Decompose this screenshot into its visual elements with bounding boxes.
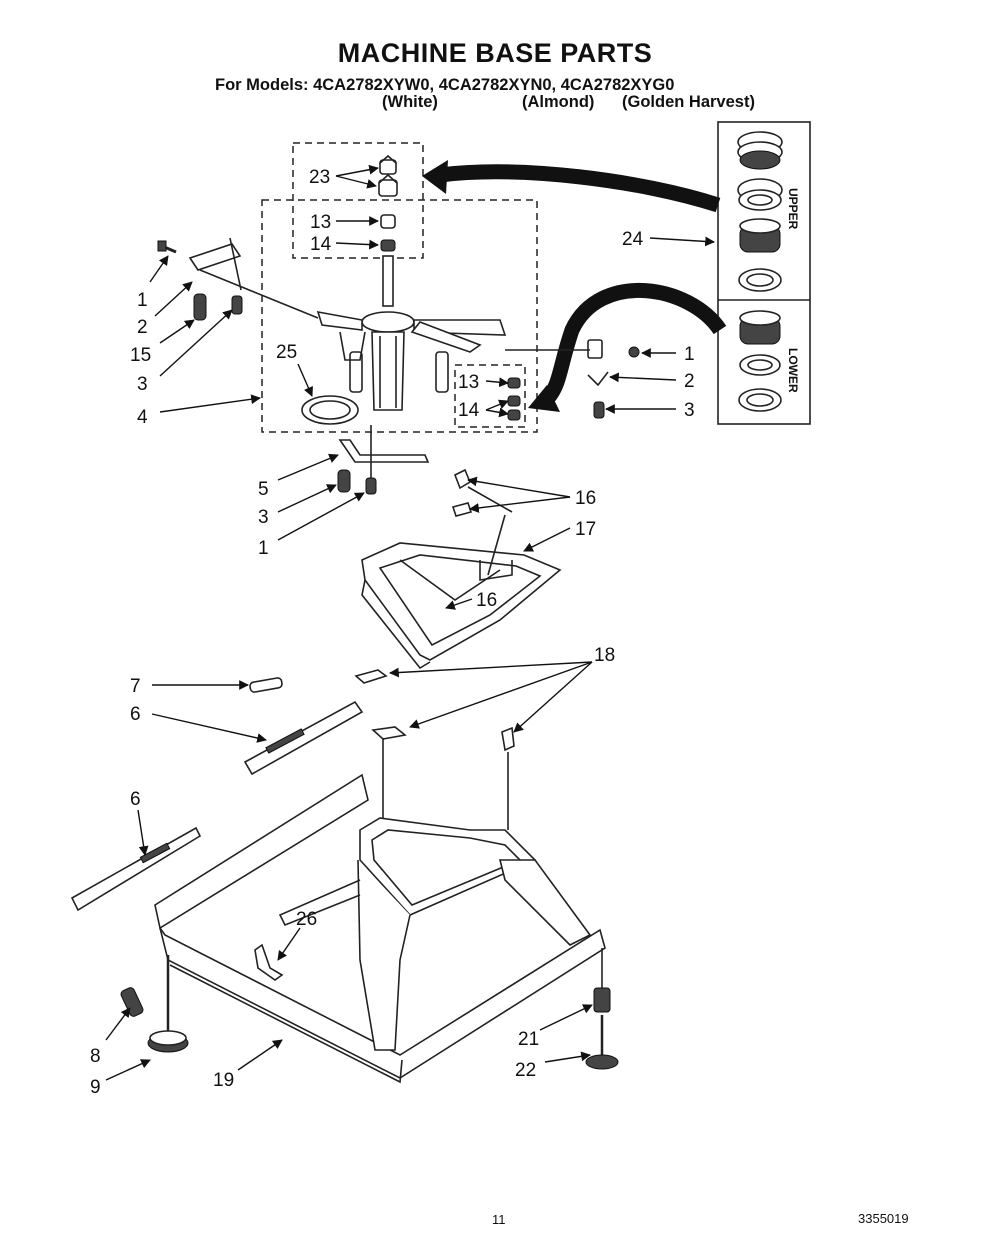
callout-8: 8: [90, 1046, 101, 1067]
callout-1: 1: [137, 290, 148, 311]
callout-6: 6: [130, 704, 141, 725]
callout-14: 14: [310, 234, 332, 255]
callout-3-lower: 3: [258, 507, 269, 528]
callout-14-box: 14: [458, 400, 480, 421]
right-leveling-leg: [585, 948, 619, 1070]
callout-6-lower: 6: [130, 789, 141, 810]
callout-16: 16: [575, 488, 596, 509]
bracket-bar-lower: [70, 826, 202, 912]
callout-13-box: 13: [458, 372, 479, 393]
callout-4: 4: [137, 407, 148, 428]
callout-1-lower: 1: [258, 538, 269, 559]
callout-2: 2: [137, 317, 148, 338]
page-title: MACHINE BASE PARTS: [337, 38, 653, 68]
upper-kit-arrowhead-icon: [422, 160, 448, 194]
callout-22: 22: [515, 1060, 536, 1081]
lower-seal-parts: [738, 310, 782, 412]
upper-kit-arrow-icon: [439, 164, 721, 213]
callout-25: 25: [276, 342, 297, 363]
bushing-box: [454, 364, 526, 428]
callout-26: 26: [296, 909, 317, 930]
callout-labels: 23 13 14 24 1 2 15 3 25 4 1 2 3 13 14 5 …: [90, 167, 695, 1098]
washer-part: [301, 395, 359, 425]
callout-23: 23: [309, 167, 330, 188]
agitator-assembly-box: [261, 199, 538, 433]
callout-7: 7: [130, 676, 141, 697]
callout-9: 9: [90, 1077, 101, 1098]
callout-3-right: 3: [684, 400, 695, 421]
left-bracket-parts: [157, 237, 319, 321]
document-number: 3355019: [858, 1211, 909, 1226]
callout-18: 18: [594, 645, 615, 666]
lower-label: LOWER: [786, 348, 800, 393]
callout-13: 13: [310, 212, 331, 233]
callout-2-right: 2: [684, 371, 695, 392]
upper-label: UPPER: [786, 188, 800, 230]
callout-3: 3: [137, 374, 148, 395]
color-golden-label: (Golden Harvest): [622, 93, 755, 111]
base-frame: [154, 738, 606, 1084]
transmission-assembly: [316, 255, 507, 411]
bushing-parts: [507, 377, 521, 421]
seal-kit-box: UPPER LOWER: [717, 121, 811, 425]
lower-clip-parts: [337, 425, 430, 495]
callout-15: 15: [130, 345, 151, 366]
base-plate: [361, 486, 562, 670]
callout-19: 19: [213, 1070, 234, 1091]
models-line: For Models: 4CA2782XYW0, 4CA2782XYN0, 4C…: [215, 76, 675, 94]
color-almond-label: (Almond): [522, 93, 595, 111]
page-number: 11: [492, 1212, 506, 1227]
spring-part: [249, 677, 283, 693]
callout-21: 21: [518, 1029, 539, 1050]
callout-5: 5: [258, 479, 269, 500]
lower-kit-arrowhead-icon: [528, 385, 560, 412]
right-bracket-parts: [505, 339, 640, 419]
lower-kit-arrow-icon: [542, 282, 727, 404]
left-leveling-leg: [120, 955, 189, 1053]
upper-seal-parts: [737, 131, 783, 292]
callout-17: 17: [575, 519, 596, 540]
hub-parts: [378, 154, 398, 252]
callout-24: 24: [622, 229, 644, 250]
callout-1-right: 1: [684, 344, 695, 365]
color-white-label: (White): [382, 93, 438, 111]
clip-parts-18: [354, 669, 515, 752]
leader-lines: [105, 164, 715, 1081]
bracket-bar-upper: [243, 700, 364, 776]
callout-16-pad: 16: [476, 590, 497, 611]
